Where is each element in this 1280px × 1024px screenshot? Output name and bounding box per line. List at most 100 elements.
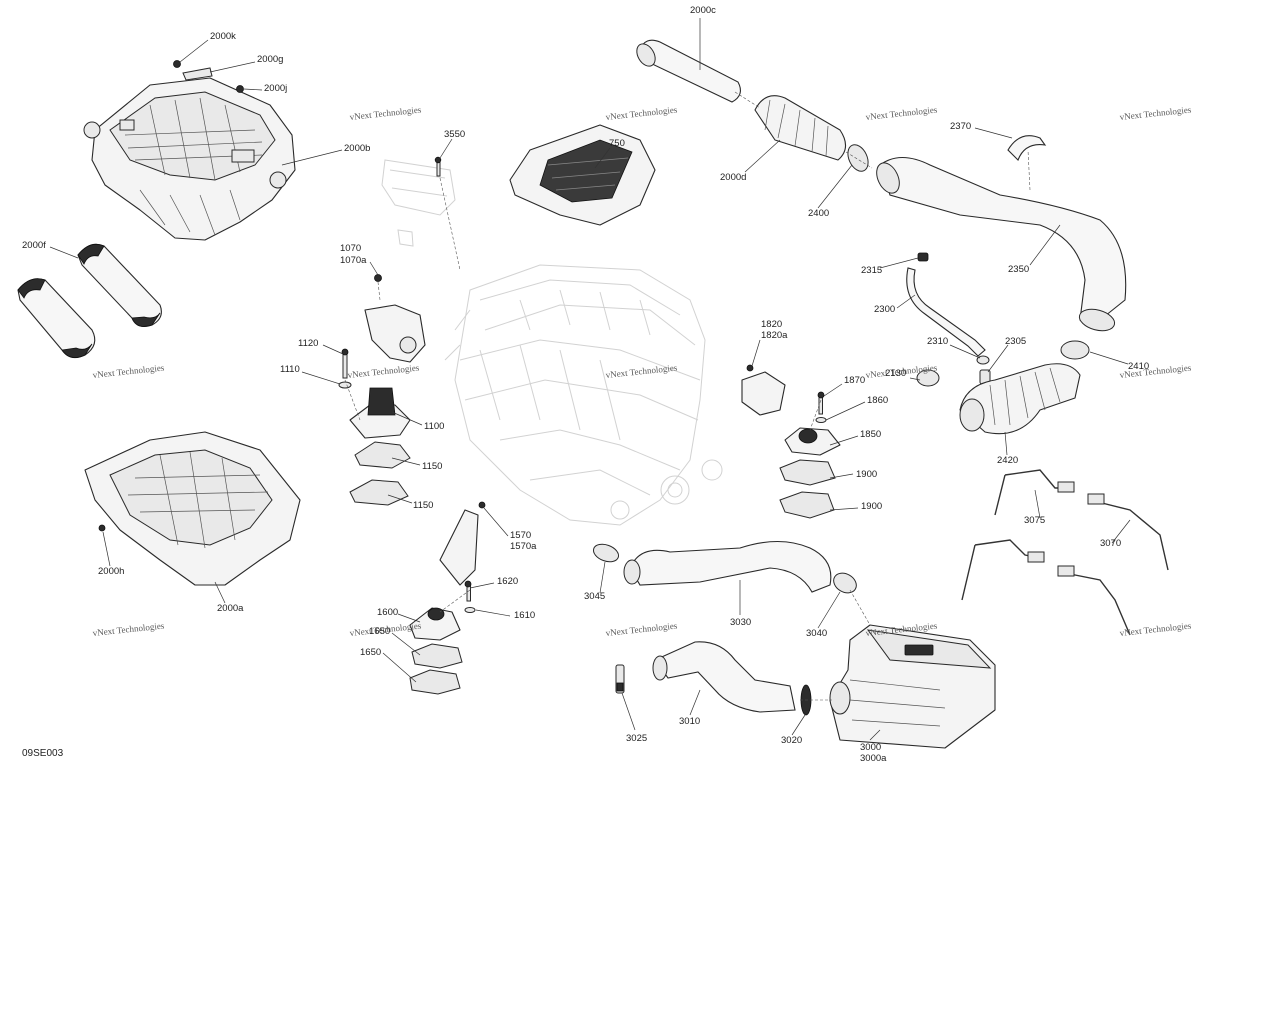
engine-mount-1600: [409, 607, 461, 641]
air-bellows-2000d: [754, 95, 847, 161]
part-label: 3010: [679, 716, 700, 727]
part-label: 1100: [424, 421, 444, 432]
part-label: 1150: [422, 461, 442, 472]
shim-1900-lower: [779, 491, 835, 519]
washer-1110: [338, 381, 352, 389]
shim-1150-lower: [349, 479, 409, 506]
intercooler-3000: [829, 624, 996, 749]
part-label: 2315: [861, 265, 882, 276]
assembly-lines: [344, 91, 1031, 701]
part-label: 3550: [444, 129, 465, 140]
part-label: 2000a: [217, 603, 244, 614]
intercooler-hose-3030: [623, 541, 832, 593]
part-label: 2130: [885, 368, 906, 379]
part-label: 1650: [369, 626, 390, 637]
washer-1860: [815, 417, 827, 423]
gasket-2000g: [182, 67, 213, 81]
watermark: vNext Technologies: [347, 362, 420, 380]
part-label: 2370: [950, 121, 971, 132]
shim-1900-upper: [779, 459, 836, 486]
part-label: 3045: [584, 591, 605, 602]
part-label: 3025: [626, 733, 647, 744]
strap-3070: [1057, 493, 1169, 636]
hose-2370: [1007, 135, 1047, 161]
elbow-duct-2420: [959, 363, 1081, 435]
part-label: 2000c: [690, 5, 716, 16]
engine-mount-1850: [784, 427, 841, 456]
part-label: 1900: [856, 469, 877, 480]
shim-1650-lower: [409, 669, 461, 695]
part-label: 2410: [1128, 361, 1149, 372]
part-label: 1070: [340, 243, 361, 254]
watermark: vNext Technologies: [349, 104, 422, 122]
part-label: 2000k: [210, 31, 236, 42]
leader-lines: [49, 18, 1131, 741]
part-label: 1070a: [340, 255, 367, 266]
part-label: 2000j: [264, 83, 287, 94]
part-label: 1650: [360, 647, 381, 658]
part-label: 2310: [927, 336, 948, 347]
part-label: 1850: [860, 429, 881, 440]
mount-bracket-1820: [741, 364, 786, 416]
shim-1650-upper: [411, 643, 463, 669]
strap-3075: [961, 469, 1075, 601]
hose-2300: [906, 267, 986, 357]
part-label: 2000h: [98, 566, 124, 577]
watermark: vNext Technologies: [865, 104, 938, 122]
watermark: vNext Technologies: [92, 362, 165, 380]
part-label: 2000f: [22, 240, 46, 251]
part-label: 3040: [806, 628, 827, 639]
watermark: vNext Technologies: [92, 620, 165, 638]
part-label: 1900: [861, 501, 882, 512]
bracket-1570: [439, 501, 486, 586]
part-label: 3075: [1024, 515, 1045, 526]
part-label: 1600: [377, 607, 398, 618]
part-labels: 2000k 2000g 2000j 2000b 2000f 2000h 2000…: [22, 5, 1149, 764]
clip-2315: [917, 252, 929, 262]
part-label: 1870: [844, 375, 865, 386]
intake-duct-2350: [876, 156, 1127, 332]
part-label: 3000: [860, 742, 881, 753]
bolt-1620: [464, 580, 472, 602]
part-label: 1620: [497, 576, 518, 587]
diagram-code: 09SE003: [22, 748, 64, 759]
engine-block-ghost: [381, 159, 723, 526]
part-label: 2000g: [257, 54, 283, 65]
part-label: 1860: [867, 395, 888, 406]
part-label: 1570a: [510, 541, 537, 552]
intercooler-hose-3010: [652, 641, 796, 713]
part-label: 3000a: [860, 753, 887, 764]
runner-hose-2000f-right: [77, 243, 162, 327]
watermark: vNext Technologies: [605, 362, 678, 380]
part-label: 1820a: [761, 330, 788, 341]
shim-1150-upper: [354, 441, 411, 469]
part-label: 2000b: [344, 143, 370, 154]
part-label: 2350: [1008, 264, 1029, 275]
part-label: 2000d: [720, 172, 746, 183]
clamp-2130: [916, 369, 940, 387]
screw-3550: [434, 156, 442, 177]
intake-manifold-2000b: [83, 77, 296, 241]
part-label: 1820: [761, 319, 782, 330]
part-label: 1110: [280, 364, 300, 375]
bolt-1870: [817, 391, 825, 415]
sensor-3025: [615, 664, 625, 694]
bolt-2000k: [173, 60, 181, 68]
watermark: vNext Technologies: [1119, 620, 1192, 638]
clamp-3045: [592, 543, 620, 563]
part-label: 1610: [514, 610, 535, 621]
clamp-3040: [833, 572, 857, 594]
part-label: 750: [609, 138, 625, 149]
part-label: 2300: [874, 304, 895, 315]
part-label: 2400: [808, 208, 829, 219]
watermark: vNext Technologies: [1119, 104, 1192, 122]
part-label: 2420: [997, 455, 1018, 466]
clamp-2400: [847, 144, 869, 172]
engine-mount-1100: [349, 387, 411, 439]
engine-cover-750: [509, 124, 656, 226]
watermark: vNext Technologies: [605, 620, 678, 638]
clamp-2410: [1060, 340, 1090, 360]
air-inlet-tube-2000c: [636, 39, 741, 103]
bolt-2000j: [236, 85, 244, 93]
